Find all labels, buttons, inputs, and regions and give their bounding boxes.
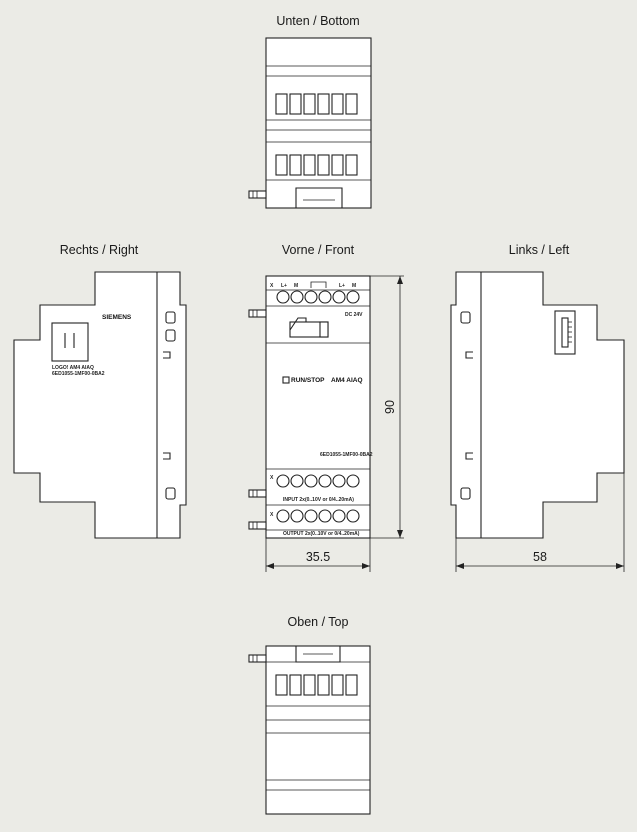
side-connector: [51, 322, 89, 362]
top-view: [248, 645, 371, 815]
model-label: AM4 AIAQ: [331, 377, 363, 384]
bottom-latch: [248, 190, 267, 199]
side-label-line2: 6ED1055-1MF00-0BA2: [52, 371, 105, 377]
side-depth-value: 58: [533, 550, 547, 564]
terminal-m: M: [294, 283, 298, 289]
left-view: [450, 271, 625, 539]
terminal-l-plus-2: L+: [339, 283, 345, 289]
terminal-m-2: M: [352, 283, 356, 289]
order-number: 6ED1055-1MF00-0BA2: [320, 452, 373, 458]
side-label-line1: LOGO! AM4 AIAQ: [52, 365, 94, 371]
front-width-value: 35.5: [306, 550, 330, 564]
front-latch-mid: [248, 489, 267, 498]
height-value: 90: [383, 400, 397, 414]
dimension-height: 90: [370, 275, 404, 539]
side-brand: SIEMENS: [102, 314, 132, 321]
view-label-left: Links / Left: [509, 243, 570, 257]
supply-label: DC 24V: [345, 312, 363, 318]
top-latch: [248, 654, 267, 663]
front-view: X L+ M L+ M DC 24V RUN/STOP AM4 AIAQ 6ED…: [248, 275, 373, 539]
right-view: SIEMENS LOGO! AM4 AIAQ 6ED1055-1MF00-0BA…: [13, 271, 187, 539]
view-label-top: Oben / Top: [288, 615, 349, 629]
dimension-front-width: 35.5: [265, 538, 371, 572]
bottom-terminal-row-lower: [275, 154, 358, 176]
status-label: RUN/STOP: [291, 377, 325, 384]
output-label: OUTPUT 2x(0..10V or 0/4..20mA): [283, 531, 360, 537]
view-label-right: Rechts / Right: [60, 243, 139, 257]
terminal-l-plus: L+: [281, 283, 287, 289]
view-label-front: Vorne / Front: [282, 243, 355, 257]
dimension-side-depth: 58: [455, 473, 625, 572]
bottom-view: [248, 37, 372, 209]
status-led: [282, 376, 290, 384]
bottom-terminal-row-upper: [275, 93, 358, 115]
front-input-screws: [276, 474, 360, 488]
front-output-screws: [276, 509, 360, 523]
svg-text:X: X: [270, 512, 274, 518]
front-latch-bottom: [248, 521, 267, 530]
input-label: INPUT 2x(0..10V or 0/4..20mA): [283, 497, 354, 503]
svg-text:X: X: [270, 283, 274, 289]
front-top-screws: [276, 290, 360, 304]
front-latch-top: [248, 309, 267, 318]
top-terminal-row: [275, 674, 358, 696]
svg-text:X: X: [270, 475, 274, 481]
view-label-bottom: Unten / Bottom: [276, 14, 359, 28]
